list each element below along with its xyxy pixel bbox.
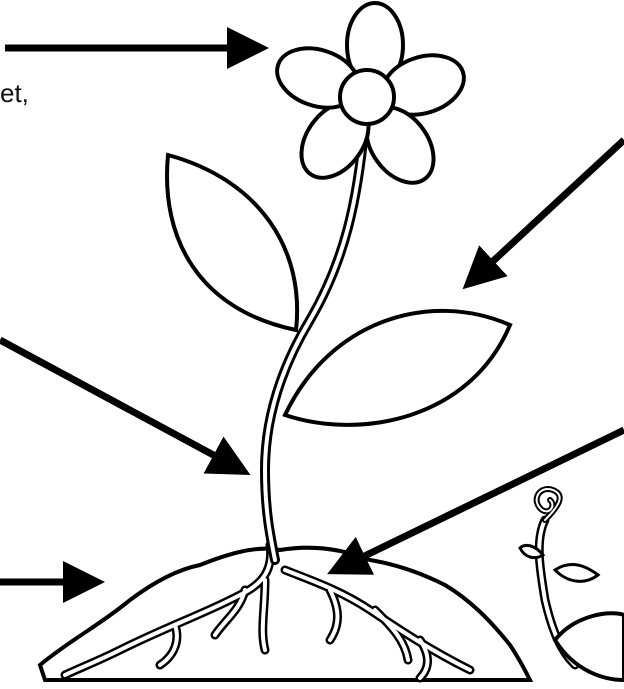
flower-center [340, 70, 394, 124]
arrow-to-leaf [478, 140, 624, 275]
leaf-upper [167, 155, 297, 330]
seedling [520, 489, 624, 680]
leaf-lower [285, 311, 510, 425]
arrow-to-stem [0, 340, 232, 465]
arrow-to-roots [346, 430, 624, 565]
flower [269, 3, 471, 195]
